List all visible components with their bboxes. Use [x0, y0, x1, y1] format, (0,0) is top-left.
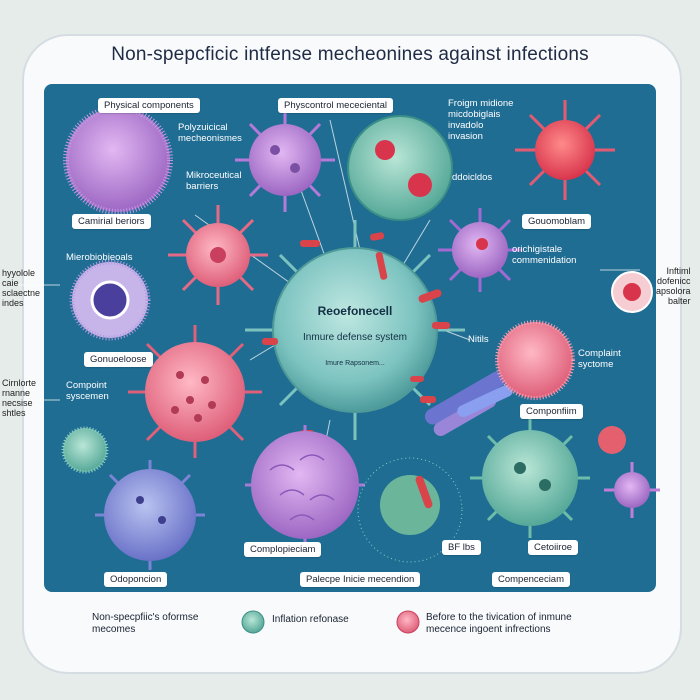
label-componfiim: Componfiim	[520, 404, 583, 419]
red-small-cell-right	[598, 426, 626, 454]
pink-sphere-right	[495, 320, 575, 400]
purple-virus-top	[235, 108, 335, 212]
legend-item-1: Non-specpfiic's oformse mecomes	[92, 612, 199, 635]
label-nitils: Nitils	[468, 334, 489, 345]
label-palecpe: Palecpe Inicie mecendion	[300, 572, 421, 587]
side-label-left-1: hyyolole caie sclaectne indes	[2, 268, 41, 308]
label-gouomoblam: Gouomoblam	[522, 214, 592, 229]
label-microbiodesals: Mierobiobieoals	[66, 252, 133, 263]
center-cell-caption: Imure Rapsonem...	[325, 360, 385, 367]
teal-cell-top	[347, 115, 453, 221]
label-gonuoeloose: Gonuoeloose	[84, 352, 153, 367]
legend-bubbles	[241, 610, 420, 634]
legend-item-2: Inflation refonase	[272, 614, 349, 625]
pink-virus-lower-left	[128, 325, 262, 458]
label-bf-lbs: BF lbs	[442, 540, 481, 555]
rod-bacteria-cluster	[424, 371, 513, 436]
label-polyzuicical: Polyzuicical mecheonismes	[178, 122, 242, 144]
small-ring-cell-right	[611, 271, 653, 313]
label-complopieciam: Complopieciam	[244, 542, 322, 557]
label-physical-components: Physical components	[98, 98, 200, 113]
center-cell-subtitle: Inmure defense system	[303, 332, 407, 343]
label-complaint-system: Complaint syctome	[578, 348, 621, 370]
side-label-left-2: Cirnlorte rnanne necsise shtles	[2, 378, 37, 418]
purple-textured-cell	[245, 425, 365, 545]
label-odoponcion: Odoponcion	[104, 572, 168, 587]
central-immune-cell	[245, 220, 465, 440]
diagram-title: Non-spepcficic intfense mecheonines agai…	[111, 44, 589, 65]
label-compoint-system: Compoint syscemen	[66, 380, 109, 402]
label-mikroceutical: Mikroceutical barriers	[186, 170, 242, 192]
red-virus-top-right	[515, 100, 615, 200]
label-foreign: Froigm midione micdobiglais invadolo inv…	[448, 98, 514, 142]
label-central-barriers: Camirial beriors	[72, 214, 151, 229]
label-inner-dots: ddoicldos	[452, 172, 493, 183]
teal-small-cell-left	[61, 426, 109, 474]
ring-cell-left	[69, 259, 151, 341]
legend-item-3: Before to the tivication of inmune mecen…	[426, 612, 572, 635]
label-physcontrol: Physcontrol mececiental	[278, 98, 393, 113]
center-cell-title: Reoefonecell	[317, 304, 393, 318]
label-orichigistale: orichigistale commenidation	[512, 244, 577, 266]
pink-virus-left	[168, 205, 268, 305]
blue-cell-bottom-left	[95, 460, 205, 570]
purple-fuzzy-cell	[63, 105, 173, 215]
label-cetoiiroe: Cetoiiroe	[528, 540, 579, 555]
purple-small-virus	[604, 462, 660, 518]
side-label-right: Inftiml dofenicc apsolora balter	[656, 266, 691, 306]
purple-virus-right	[438, 208, 522, 292]
green-fuzzy-cell	[357, 457, 463, 563]
teal-virus-lower-right	[470, 418, 590, 538]
label-compenceciam: Compenceciam	[492, 572, 570, 587]
